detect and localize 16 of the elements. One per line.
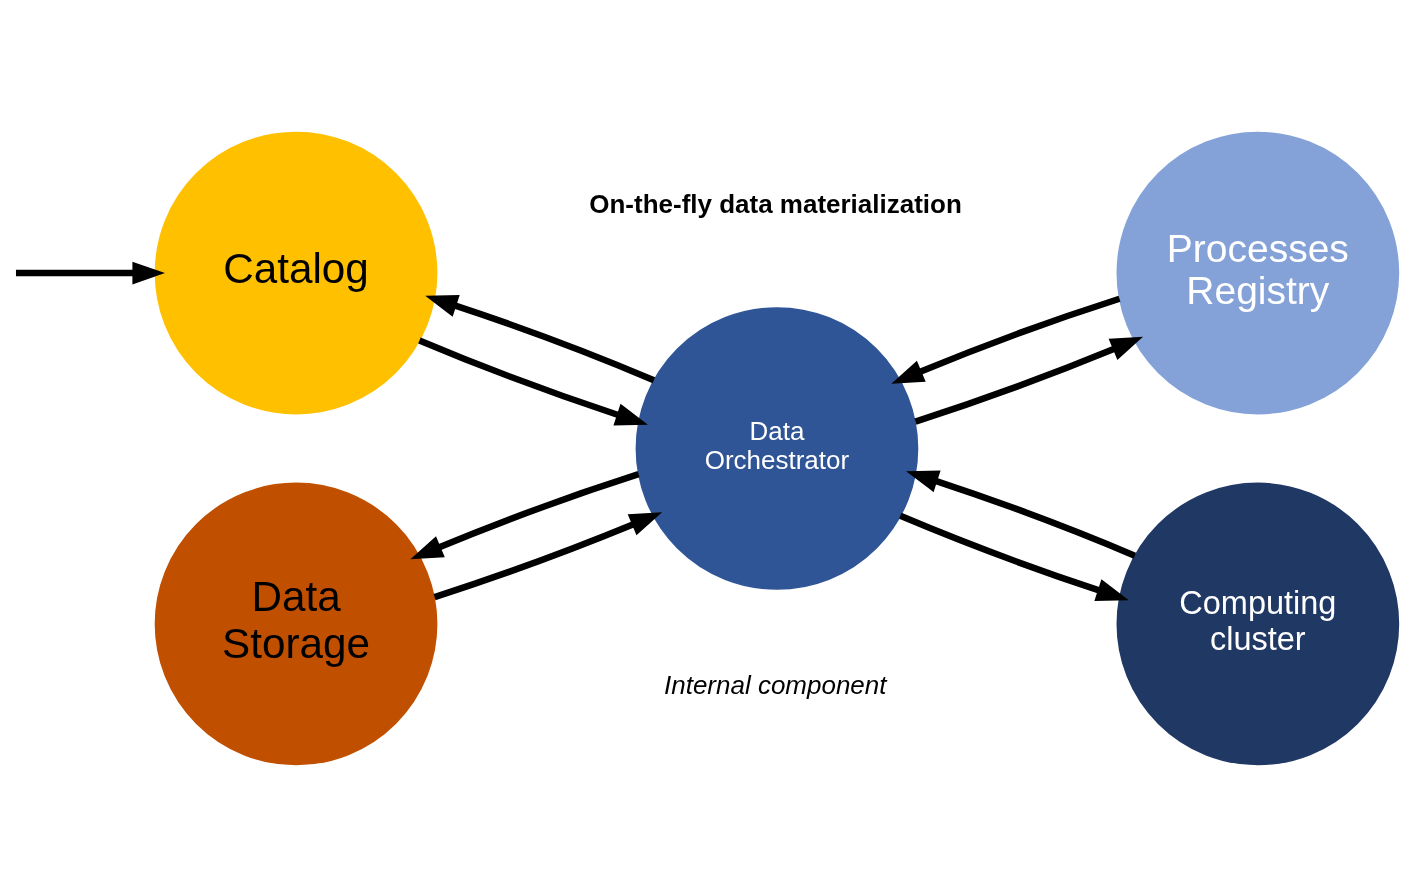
- arrow: [433, 511, 663, 600]
- node-circle: Processes Registry: [1116, 131, 1400, 414]
- arrow: [899, 512, 1129, 601]
- arrow: [914, 336, 1144, 425]
- arrow: [410, 470, 640, 559]
- arrow: [425, 294, 656, 383]
- arrow: [16, 261, 165, 284]
- node-circle: Data Storage: [154, 482, 438, 765]
- node-label: Internal component: [664, 669, 887, 699]
- node-circle: Computing cluster: [1116, 482, 1400, 765]
- arrow: [891, 295, 1121, 384]
- arrow: [418, 336, 648, 425]
- node-circle: Catalog: [154, 131, 438, 414]
- node-circle: Data Orchestrator: [635, 306, 919, 590]
- node-label: On-the-fly data materialization: [589, 188, 962, 219]
- arrow: [906, 469, 1137, 559]
